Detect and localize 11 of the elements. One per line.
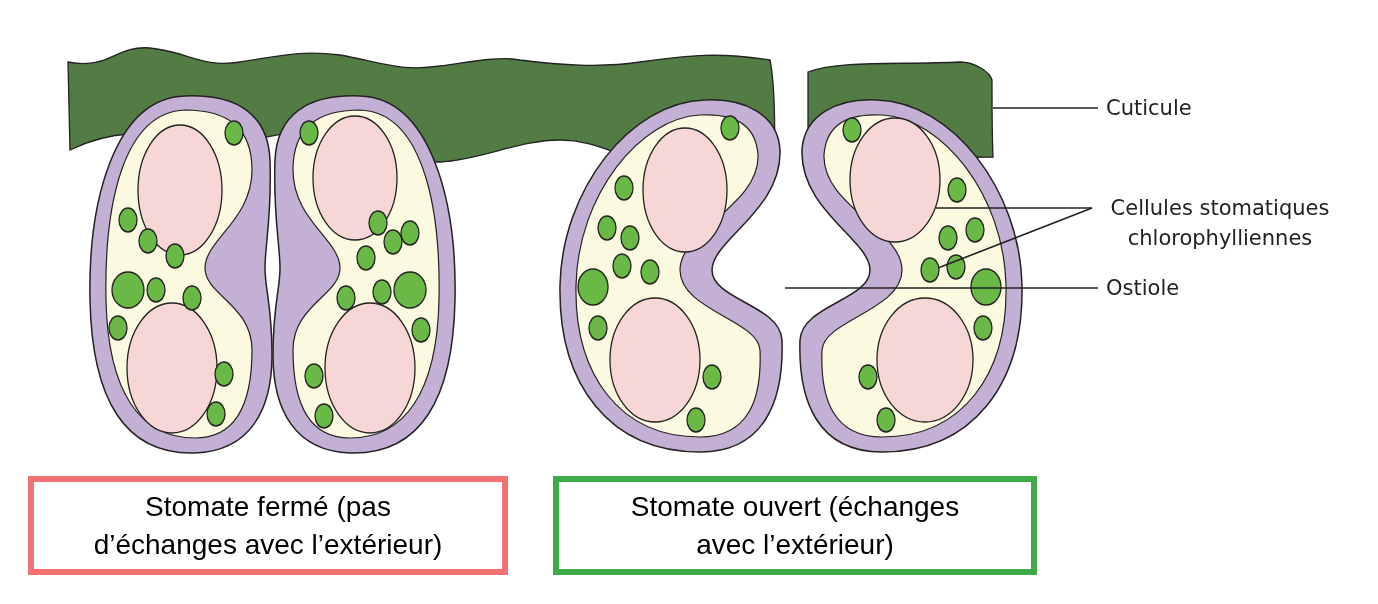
chloroplast — [920, 257, 940, 283]
caption-box: Stomate fermé (pas d’échanges avec l’extérieur) — [28, 476, 508, 575]
nucleus — [849, 117, 941, 243]
caption-box: Stomate ouvert (échanges avec l’extérieur) — [553, 476, 1037, 575]
part-label: Cellules stomatiques chlorophylliennes — [1100, 193, 1340, 253]
leader-line — [992, 107, 1099, 109]
leader-line — [937, 207, 1093, 269]
part-label: Ostiole — [1106, 273, 1180, 303]
leader-line — [935, 207, 1093, 209]
part-label: Cuticule — [1106, 93, 1192, 123]
leader-line — [784, 287, 1099, 289]
